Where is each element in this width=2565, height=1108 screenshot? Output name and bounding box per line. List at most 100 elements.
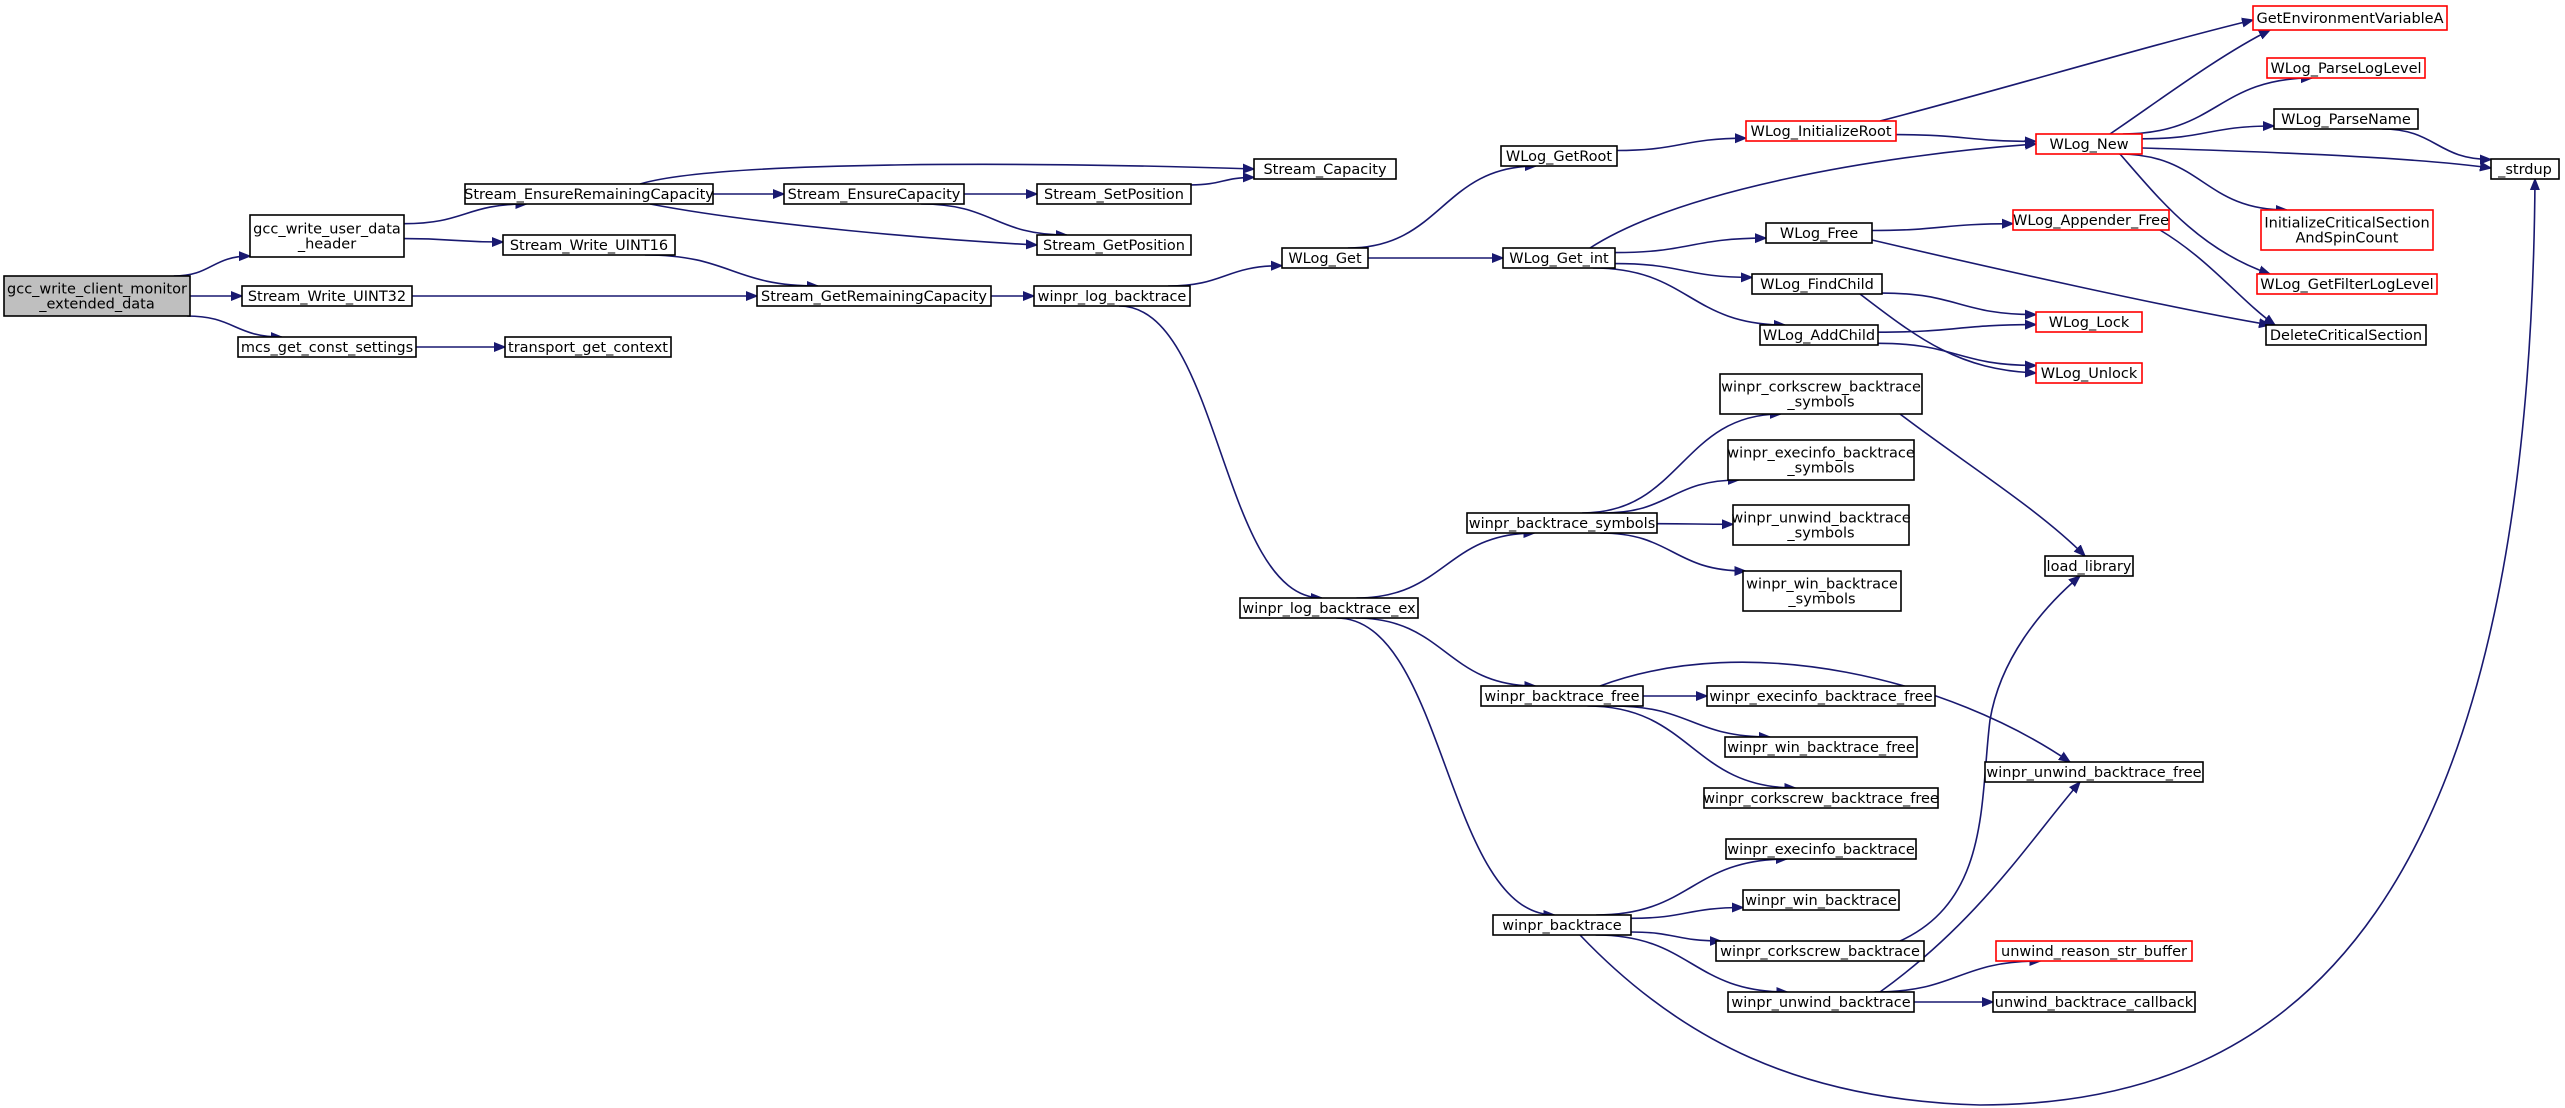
node-winpr-execinfo-backtrace[interactable]: winpr_execinfo_backtrace [1725, 838, 1917, 860]
node-box [1984, 761, 2204, 783]
node-wlog-initializeroot[interactable]: WLog_InitializeRoot [1745, 120, 1897, 142]
node-winpr-win-backtrace[interactable]: winpr_win_backtrace [1742, 889, 1900, 911]
node-wlog-getroot[interactable]: WLog_GetRoot [1500, 145, 1618, 167]
node-winpr-log-backtrace[interactable]: winpr_log_backtrace [1033, 285, 1191, 307]
node-wlog-findchild[interactable]: WLog_FindChild [1751, 273, 1883, 295]
node-label: WLog_Appender_Free [2013, 213, 2169, 229]
node-stream-getposition[interactable]: Stream_GetPosition [1036, 234, 1192, 256]
node-box [1253, 158, 1397, 180]
node-winpr-execinfo-backtrace-free[interactable]: winpr_execinfo_backtrace_free [1706, 685, 1936, 707]
edge-wlog-addchild-to-wlog-lock [1877, 325, 2036, 333]
node-box [1995, 940, 2193, 962]
node-transport-get-context[interactable]: transport_get_context [504, 336, 672, 358]
node-stream-capacity[interactable]: Stream_Capacity [1253, 158, 1397, 180]
node-load-library[interactable]: load_library [2044, 555, 2134, 577]
node-box [2035, 311, 2143, 333]
node-wlog-free[interactable]: WLog_Free [1765, 222, 1873, 244]
node-winpr-log-backtrace-ex[interactable]: winpr_log_backtrace_ex [1239, 597, 1419, 619]
node-wlog-parseloglevel[interactable]: WLog_ParseLogLevel [2266, 57, 2426, 79]
node-box [1492, 914, 1632, 936]
node-box [783, 183, 965, 205]
node-label: transport_get_context [508, 340, 668, 356]
edge-gcc-write-user-data-header-to-stream-ensureremainingcapacity [403, 204, 527, 225]
node-box [2256, 273, 2438, 295]
node-stream-getremainingcapacity[interactable]: Stream_GetRemainingCapacity [756, 285, 992, 307]
node-strdup[interactable]: _strdup [2490, 158, 2560, 180]
node-label: AndSpinCount [2295, 231, 2398, 247]
node-label: winpr_unwind_backtrace [1731, 511, 1910, 527]
node-wlog-get[interactable]: WLog_Get [1281, 247, 1369, 269]
node-winpr-backtrace-free[interactable]: winpr_backtrace_free [1480, 685, 1644, 707]
node-winpr-unwind-backtrace-free[interactable]: winpr_unwind_backtrace_free [1984, 761, 2204, 783]
node-gcc-write-client-monitor-extended-data[interactable]: gcc_write_client_monitor_extended_data [3, 275, 191, 317]
node-winpr-corkscrew-backtrace[interactable]: winpr_corkscrew_backtrace [1715, 940, 1925, 962]
node-wlog-parsename[interactable]: WLog_ParseName [2273, 108, 2419, 130]
node-wlog-unlock[interactable]: WLog_Unlock [2035, 362, 2143, 384]
node-box [1745, 120, 1897, 142]
edge-winpr-log-backtrace-to-wlog-get [1168, 266, 1282, 287]
node-label: winpr_corkscrew_backtrace_free [1703, 791, 1939, 807]
node-stream-write-uint32[interactable]: Stream_Write_UINT32 [241, 285, 413, 307]
node-label: Stream_Write_UINT16 [510, 238, 668, 254]
node-wlog-get-int[interactable]: WLog_Get_int [1502, 247, 1616, 269]
node-box [1500, 145, 1618, 167]
node-wlog-lock[interactable]: WLog_Lock [2035, 311, 2143, 333]
node-label: winpr_log_backtrace [1038, 289, 1187, 305]
node-label: WLog_ParseName [2281, 112, 2411, 128]
node-label: Stream_EnsureRemainingCapacity [464, 187, 714, 203]
node-stream-ensureremainingcapacity[interactable]: Stream_EnsureRemainingCapacity [464, 183, 714, 205]
node-deletecriticalsection[interactable]: DeleteCriticalSection [2265, 324, 2427, 346]
node-gcc-write-user-data-header[interactable]: gcc_write_user_data_header [249, 214, 405, 258]
node-unwind-reason-str-buffer[interactable]: unwind_reason_str_buffer [1995, 940, 2193, 962]
node-stream-write-uint16[interactable]: Stream_Write_UINT16 [502, 234, 676, 256]
node-box [1239, 597, 1419, 619]
node-stream-setposition[interactable]: Stream_SetPosition [1036, 183, 1192, 205]
edge-stream-setposition-to-stream-capacity [1190, 177, 1254, 186]
node-label: Stream_EnsureCapacity [788, 187, 961, 203]
node-winpr-execinfo-backtrace-symbols[interactable]: winpr_execinfo_backtrace_symbols [1727, 439, 1915, 481]
node-label: winpr_unwind_backtrace_free [1986, 765, 2201, 781]
node-box [249, 214, 405, 258]
node-winpr-win-backtrace-symbols[interactable]: winpr_win_backtrace_symbols [1742, 570, 1902, 612]
node-wlog-addchild[interactable]: WLog_AddChild [1759, 324, 1879, 346]
node-unwind-backtrace-callback[interactable]: unwind_backtrace_callback [1992, 991, 2196, 1013]
node-winpr-unwind-backtrace-symbols[interactable]: winpr_unwind_backtrace_symbols [1731, 504, 1911, 546]
node-winpr-corkscrew-backtrace-symbols[interactable]: winpr_corkscrew_backtrace_symbols [1719, 373, 1923, 415]
node-label: winpr_execinfo_backtrace_free [1709, 689, 1932, 705]
edge-winpr-backtrace-to-winpr-corkscrew-backtrace [1630, 931, 1721, 941]
node-label: _symbols [1786, 526, 1854, 542]
node-wlog-appender-free[interactable]: WLog_Appender_Free [2012, 209, 2170, 231]
node-box [1706, 685, 1936, 707]
node-stream-ensurecapacity[interactable]: Stream_EnsureCapacity [783, 183, 965, 205]
edge-winpr-backtrace-free-to-winpr-unwind-backtrace-free [1599, 661, 2070, 762]
node-label: WLog_New [2049, 137, 2128, 153]
node-label: _symbols [1787, 592, 1855, 608]
node-box [1502, 247, 1616, 269]
node-winpr-corkscrew-backtrace-free[interactable]: winpr_corkscrew_backtrace_free [1703, 787, 1939, 809]
node-wlog-new[interactable]: WLog_New [2035, 133, 2143, 155]
node-box [1742, 570, 1902, 612]
edge-wlog-appender-free-to-deletecriticalsection [2159, 229, 2275, 325]
edge-winpr-backtrace-symbols-to-winpr-unwind-backtrace-symbols [1656, 524, 1733, 525]
node-label: winpr_execinfo_backtrace [1727, 446, 1915, 462]
node-label: Stream_GetRemainingCapacity [761, 289, 987, 305]
edge-stream-write-uint16-to-stream-getremainingcapacity [644, 254, 818, 286]
node-winpr-win-backtrace-free[interactable]: winpr_win_backtrace_free [1724, 736, 1918, 758]
node-label: Stream_GetPosition [1043, 238, 1185, 254]
edge-winpr-backtrace-symbols-to-winpr-corkscrew-backtrace-symbols [1582, 414, 1781, 514]
node-getenvironmentvariablea[interactable]: GetEnvironmentVariableA [2252, 5, 2448, 31]
node-label: load_library [2047, 559, 2132, 575]
node-winpr-backtrace-symbols[interactable]: winpr_backtrace_symbols [1466, 512, 1658, 534]
node-label: WLog_ParseLogLevel [2270, 61, 2421, 77]
node-label: Stream_Capacity [1263, 162, 1386, 178]
node-winpr-backtrace[interactable]: winpr_backtrace [1492, 914, 1632, 936]
node-mcs-get-const-settings[interactable]: mcs_get_const_settings [237, 336, 417, 358]
edge-winpr-backtrace-to-strdup [1579, 179, 2535, 1106]
node-label: WLog_Free [1780, 226, 1858, 242]
node-wlog-getfilterloglevel[interactable]: WLog_GetFilterLogLevel [2256, 273, 2438, 295]
edge-stream-ensurecapacity-to-stream-getposition [921, 203, 1067, 235]
edge-wlog-new-to-wlog-getfilterloglevel [2119, 153, 2270, 274]
node-winpr-unwind-backtrace[interactable]: winpr_unwind_backtrace [1727, 991, 1915, 1013]
node-label: unwind_backtrace_callback [1995, 995, 2194, 1011]
